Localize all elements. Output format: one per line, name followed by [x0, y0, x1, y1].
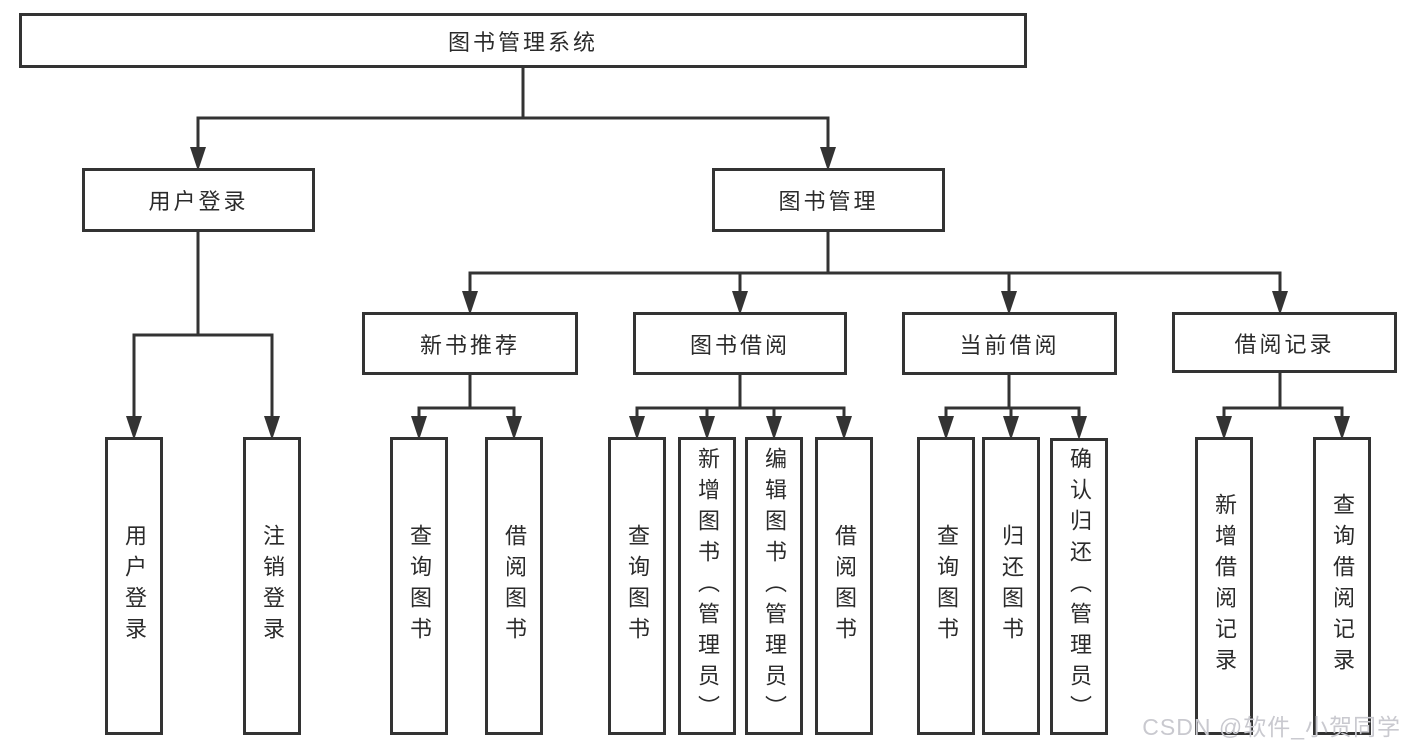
node-leaf-user-login: 用户登录 [105, 437, 163, 735]
node-leaf-add-borrow-record: 新增借阅记录 [1195, 437, 1253, 735]
node-leaf-query-books-borrow-label: 查询图书 [625, 524, 650, 648]
node-leaf-borrow-books: 借阅图书 [815, 437, 873, 735]
node-leaf-confirm-return-admin-label: 确认归还（管理员） [1067, 447, 1092, 726]
node-leaf-logout-label: 注销登录 [260, 524, 285, 648]
node-leaf-query-books-current-label: 查询图书 [934, 524, 959, 648]
node-root-label: 图书管理系统 [447, 29, 598, 55]
node-new-book-recommend: 新书推荐 [362, 312, 578, 375]
node-leaf-edit-books-admin: 编辑图书（管理员） [745, 437, 803, 735]
node-book-management-module: 图书管理 [712, 168, 945, 232]
node-leaf-query-books-borrow: 查询图书 [608, 437, 666, 735]
csdn-watermark: CSDN @软件_小贺同学 [1142, 714, 1401, 740]
node-leaf-add-books-admin-label: 新增图书（管理员） [695, 446, 720, 726]
node-leaf-edit-books-admin-label: 编辑图书（管理员） [762, 446, 787, 726]
node-leaf-query-books-recommend-label: 查询图书 [407, 524, 432, 648]
node-user-login-module: 用户登录 [82, 168, 315, 232]
node-user-login-module-label: 用户登录 [148, 189, 249, 214]
node-leaf-logout: 注销登录 [243, 437, 301, 735]
node-leaf-add-borrow-record-label: 新增借阅记录 [1212, 493, 1237, 679]
node-leaf-query-borrow-record: 查询借阅记录 [1313, 437, 1371, 735]
node-book-borrow: 图书借阅 [633, 312, 847, 375]
node-leaf-query-books-recommend: 查询图书 [390, 437, 448, 735]
node-root-system: 图书管理系统 [19, 13, 1027, 68]
node-leaf-borrow-books-recommend-label: 借阅图书 [502, 524, 527, 648]
node-leaf-query-borrow-record-label: 查询借阅记录 [1330, 493, 1355, 679]
node-new-book-recommend-label: 新书推荐 [419, 332, 520, 358]
node-borrow-records: 借阅记录 [1172, 312, 1397, 373]
node-leaf-return-books-label: 归还图书 [999, 524, 1024, 648]
node-leaf-add-books-admin: 新增图书（管理员） [678, 437, 736, 735]
node-leaf-borrow-books-label: 借阅图书 [832, 524, 857, 648]
node-leaf-return-books: 归还图书 [982, 437, 1040, 735]
node-leaf-user-login-label: 用户登录 [122, 524, 147, 648]
node-leaf-confirm-return-admin: 确认归还（管理员） [1050, 438, 1108, 735]
node-book-borrow-label: 图书借阅 [689, 332, 790, 358]
node-borrow-records-label: 借阅记录 [1234, 331, 1335, 357]
node-current-borrow-label: 当前借阅 [959, 332, 1060, 358]
node-leaf-borrow-books-recommend: 借阅图书 [485, 437, 543, 735]
arrowhead-icons [126, 147, 1350, 440]
node-book-management-module-label: 图书管理 [778, 189, 879, 214]
node-leaf-query-books-current: 查询图书 [917, 437, 975, 735]
node-current-borrow: 当前借阅 [902, 312, 1117, 375]
